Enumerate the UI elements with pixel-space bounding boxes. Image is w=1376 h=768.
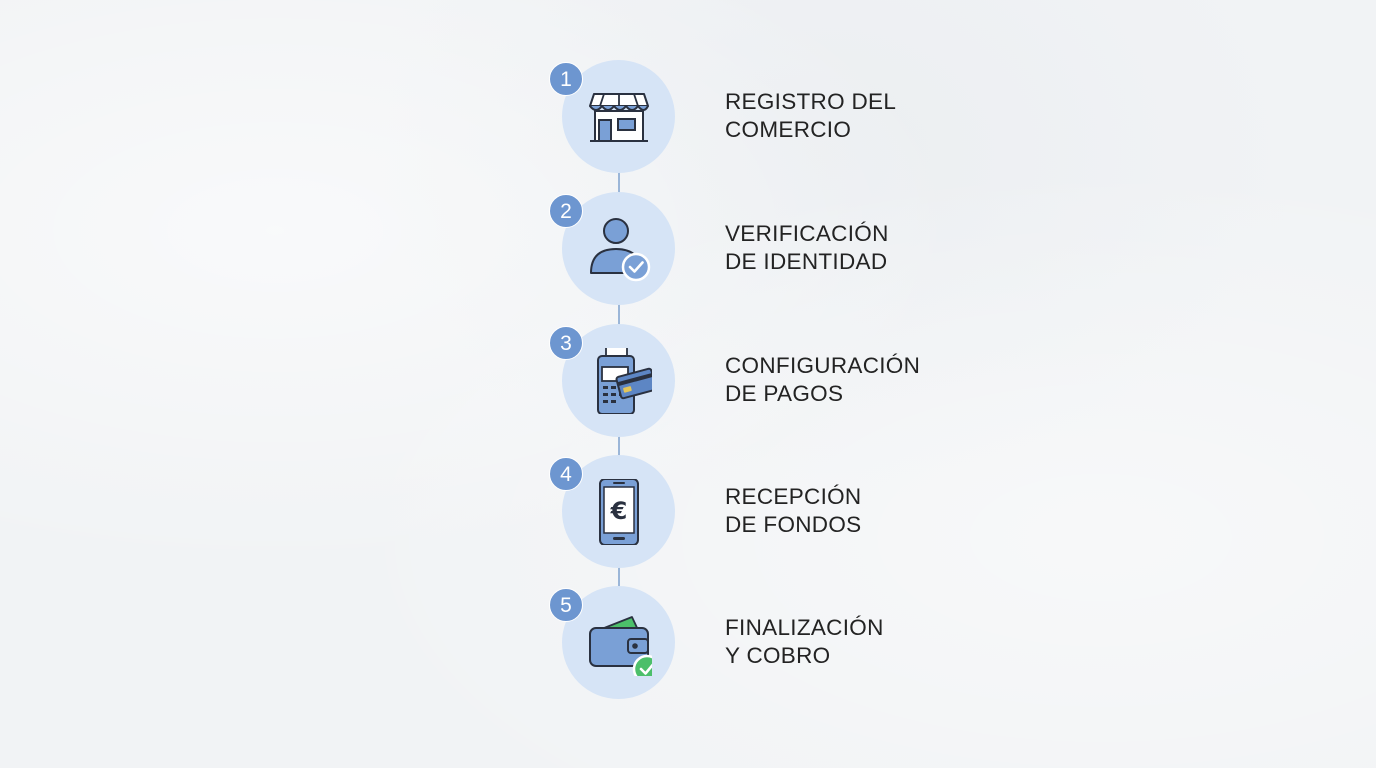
step-3-label-line2: DE PAGOS [725,381,844,406]
connector-line-4-5 [618,566,620,591]
step-2-label-line2: DE IDENTIDAD [725,249,888,274]
step-5-label: FINALIZACIÓN Y COBRO [725,614,965,670]
step-4-label-line1: RECEPCIÓN [725,484,862,509]
user-check-icon [590,218,651,282]
svg-text:€: € [610,497,628,525]
step-1-label-line2: COMERCIO [725,117,852,142]
step-3-label-line1: CONFIGURACIÓN [725,353,921,378]
step-1-number-badge: 1 [549,62,583,96]
connector-line-1-2 [618,172,620,196]
step-1-label-line1: REGISTRO DEL [725,89,897,114]
step-5: 5 FINALIZACIÓN Y COBRO [548,586,968,700]
step-4-label-line2: DE FONDOS [725,512,862,537]
storefront-icon [589,93,649,142]
wallet-check-icon [589,616,652,676]
step-4-label: RECEPCIÓN DE FONDOS [725,483,965,539]
phone-euro-icon: € [599,479,639,545]
card-terminal-icon [597,348,652,414]
step-5-label-line1: FINALIZACIÓN [725,615,884,640]
step-2-number-badge: 2 [549,194,583,228]
step-3-number-badge: 3 [549,326,583,360]
connector-line-3-4 [618,435,620,459]
step-5-label-line2: Y COBRO [725,643,831,668]
step-2-label: VERIFICACIÓN DE IDENTIDAD [725,220,965,276]
step-3: 3 CONFIGURACIÓN DE PAGOS [548,324,968,438]
step-5-number-badge: 5 [549,588,583,622]
step-2-label-line1: VERIFICACIÓN [725,221,889,246]
step-1: 1 REGISTRO DEL COMERCIO [548,60,968,174]
connector-line-2-3 [618,303,620,328]
step-4: € 4 RECEPCIÓN DE FONDOS [548,455,968,569]
step-4-number-badge: 4 [549,457,583,491]
step-1-label: REGISTRO DEL COMERCIO [725,88,965,144]
step-2: 2 VERIFICACIÓN DE IDENTIDAD [548,192,968,306]
step-3-label: CONFIGURACIÓN DE PAGOS [725,352,965,408]
